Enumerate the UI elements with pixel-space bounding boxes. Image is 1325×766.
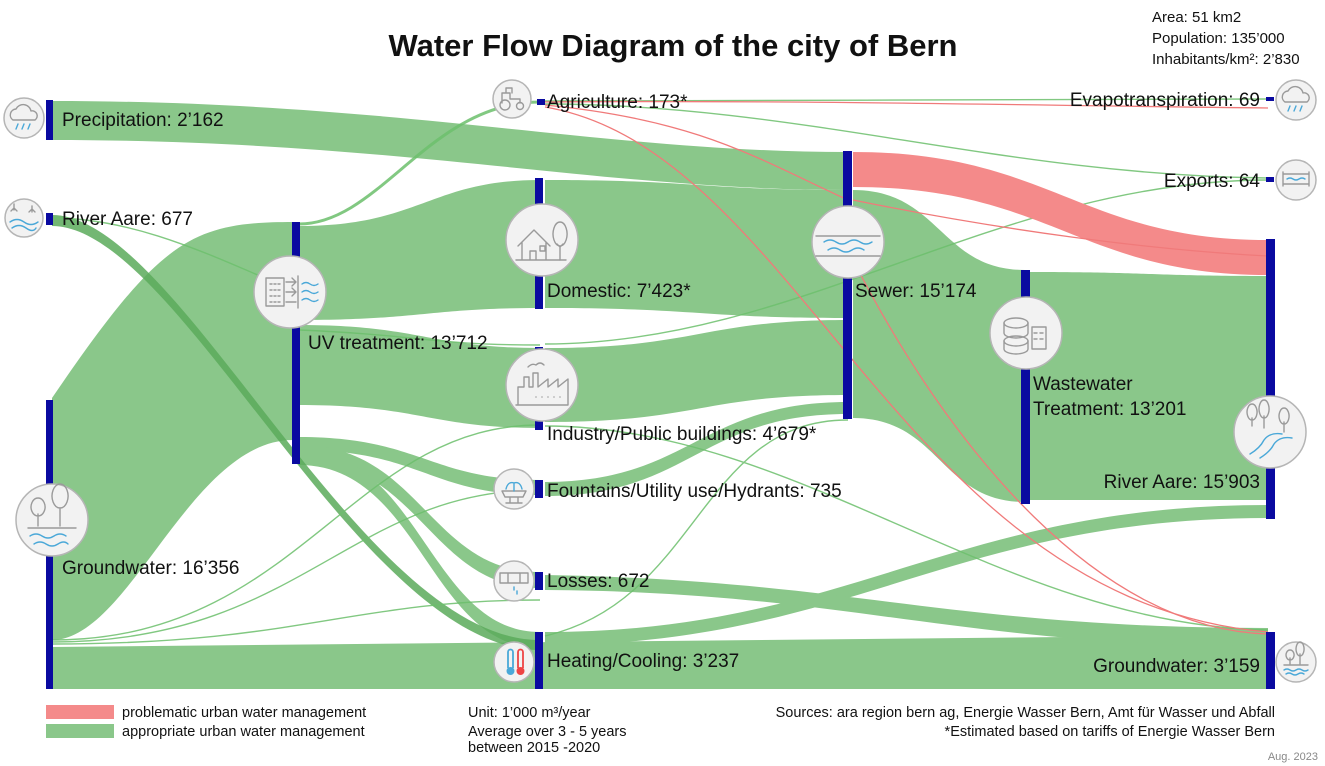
flow-agriculture-exports xyxy=(544,103,1269,179)
flow-wastewater-river xyxy=(1030,272,1268,500)
river-forest-icon xyxy=(1233,395,1307,469)
groundwater-icon xyxy=(1275,641,1317,683)
label-groundwater-out: Groundwater: 3’159 xyxy=(1093,656,1260,677)
flow-sewer-groundwater-red xyxy=(852,259,1269,635)
flow-heating-sewer xyxy=(544,419,849,637)
flow-agriculture-evapotranspiration xyxy=(544,98,1269,102)
node-bar-evapotranspiration xyxy=(1266,97,1274,101)
node-bar-heating xyxy=(535,632,543,689)
flow-sewer-river-red xyxy=(852,199,1269,257)
thermometer-icon xyxy=(493,641,535,683)
flow-uv-losses xyxy=(299,445,540,588)
sources-line1: Sources: ara region bern ag, Energie Was… xyxy=(776,705,1275,721)
flow-uv-heating xyxy=(299,450,540,648)
unit-line3: between 2015 -2020 xyxy=(468,740,600,756)
trees-groundwater-icon xyxy=(15,483,89,557)
legend-swatch-problematic xyxy=(46,705,114,719)
rain-cloud-icon xyxy=(1275,79,1317,121)
flow-groundwater-groundwater xyxy=(52,635,1268,689)
export-pipe-icon xyxy=(1275,159,1317,201)
label-wastewater-line1: Wastewater xyxy=(1033,374,1133,395)
node-bar-losses xyxy=(535,572,543,590)
label-sewer: Sewer: 15’174 xyxy=(855,281,977,302)
sewer-water-icon xyxy=(811,205,885,279)
label-river-aare-in: River Aare: 677 xyxy=(62,209,193,230)
flow-groundwater-industry xyxy=(51,424,541,641)
flow-uv-fountains xyxy=(299,437,540,495)
legend-label-appropriate: appropriate urban water management xyxy=(122,724,365,740)
node-bar-uv-treatment xyxy=(292,222,300,464)
factory-icon xyxy=(505,348,579,422)
label-heating: Heating/Cooling: 3’237 xyxy=(547,651,739,672)
flow-sewer-exports xyxy=(544,179,1269,345)
flows-appropriate xyxy=(52,101,1268,689)
diagram-title: Water Flow Diagram of the city of Bern xyxy=(389,28,958,63)
flow-domestic-sewer xyxy=(545,180,848,318)
info-density: Inhabitants/km²: 2’830 xyxy=(1152,51,1300,68)
fountain-icon xyxy=(493,468,535,510)
flow-agriculture-groundwater-red xyxy=(544,106,1269,633)
node-bar-river-aare-out xyxy=(1266,239,1275,519)
node-bar-fountains xyxy=(535,480,543,498)
label-fountains: Fountains/Utility use/Hydrants: 735 xyxy=(547,481,842,502)
tractor-icon xyxy=(492,79,532,119)
flow-uv-domestic xyxy=(299,180,540,320)
unit-line1: Unit: 1’000 m³/year xyxy=(468,705,591,721)
legend-swatch-appropriate xyxy=(46,724,114,738)
node-bar-groundwater-out xyxy=(1266,632,1275,689)
flow-sewer-river-overflow xyxy=(853,152,1268,275)
label-uv-treatment: UV treatment: 13’712 xyxy=(308,333,488,354)
flow-losses-groundwater xyxy=(545,575,1268,646)
node-bar-exports xyxy=(1266,177,1274,182)
node-bar-wastewater xyxy=(1021,270,1030,504)
label-wastewater-line2: Treatment: 13’201 xyxy=(1033,399,1187,420)
info-population: Population: 135’000 xyxy=(1152,30,1285,47)
river-icon xyxy=(4,198,44,238)
house-icon xyxy=(505,203,579,277)
date-label: Aug. 2023 xyxy=(1268,751,1318,763)
flow-agriculture-river-red xyxy=(544,100,1269,109)
flow-uv-industry xyxy=(299,325,540,428)
label-river-aare-out: River Aare: 15’903 xyxy=(1104,472,1260,493)
label-losses: Losses: 672 xyxy=(547,571,649,592)
legend: problematic urban water management appro… xyxy=(46,705,366,740)
label-exports: Exports: 64 xyxy=(1164,171,1261,192)
rain-cloud-icon xyxy=(3,97,45,139)
flows-problematic xyxy=(544,100,1269,635)
flow-fountains-sewer xyxy=(545,402,848,496)
label-groundwater-in: Groundwater: 16’356 xyxy=(62,558,239,579)
flow-industry-sewer xyxy=(545,320,848,422)
uv-filter-icon xyxy=(253,255,327,329)
node-bar-precipitation xyxy=(46,100,53,140)
unit-line2: Average over 3 - 5 years xyxy=(468,724,627,740)
flow-sewer-wastewater xyxy=(853,190,1025,502)
flows-thin xyxy=(51,98,1269,645)
node-bar-river-aare-in xyxy=(46,213,53,225)
flow-groundwater-fountains xyxy=(51,489,541,643)
label-evapotranspiration: Evapotranspiration: 69 xyxy=(1070,90,1260,111)
flow-precipitation-sewer xyxy=(52,101,848,190)
legend-label-problematic: problematic urban water management xyxy=(122,705,366,721)
label-agriculture: Agriculture: 173* xyxy=(547,92,688,113)
flow-groundwater-uv xyxy=(52,222,293,640)
sources-line2: *Estimated based on tariffs of Energie W… xyxy=(945,724,1275,740)
flow-groundwater-heating-thin xyxy=(51,599,541,645)
flow-uv-losses-line xyxy=(298,329,541,346)
label-domestic: Domestic: 7’423* xyxy=(547,281,691,302)
node-bar-agriculture xyxy=(537,99,545,105)
treatment-plant-icon xyxy=(989,296,1063,370)
label-industry: Industry/Public buildings: 4’679* xyxy=(547,424,817,445)
info-area: Area: 51 km2 xyxy=(1152,9,1241,26)
flow-heating-river xyxy=(545,505,1268,645)
flow-agriculture-sewer-red xyxy=(544,104,849,201)
leaking-pipe-icon xyxy=(493,560,535,602)
node-bar-sewer xyxy=(843,151,852,419)
label-precipitation: Precipitation: 2’162 xyxy=(62,110,224,131)
flow-industry-groundwater xyxy=(544,425,1269,631)
